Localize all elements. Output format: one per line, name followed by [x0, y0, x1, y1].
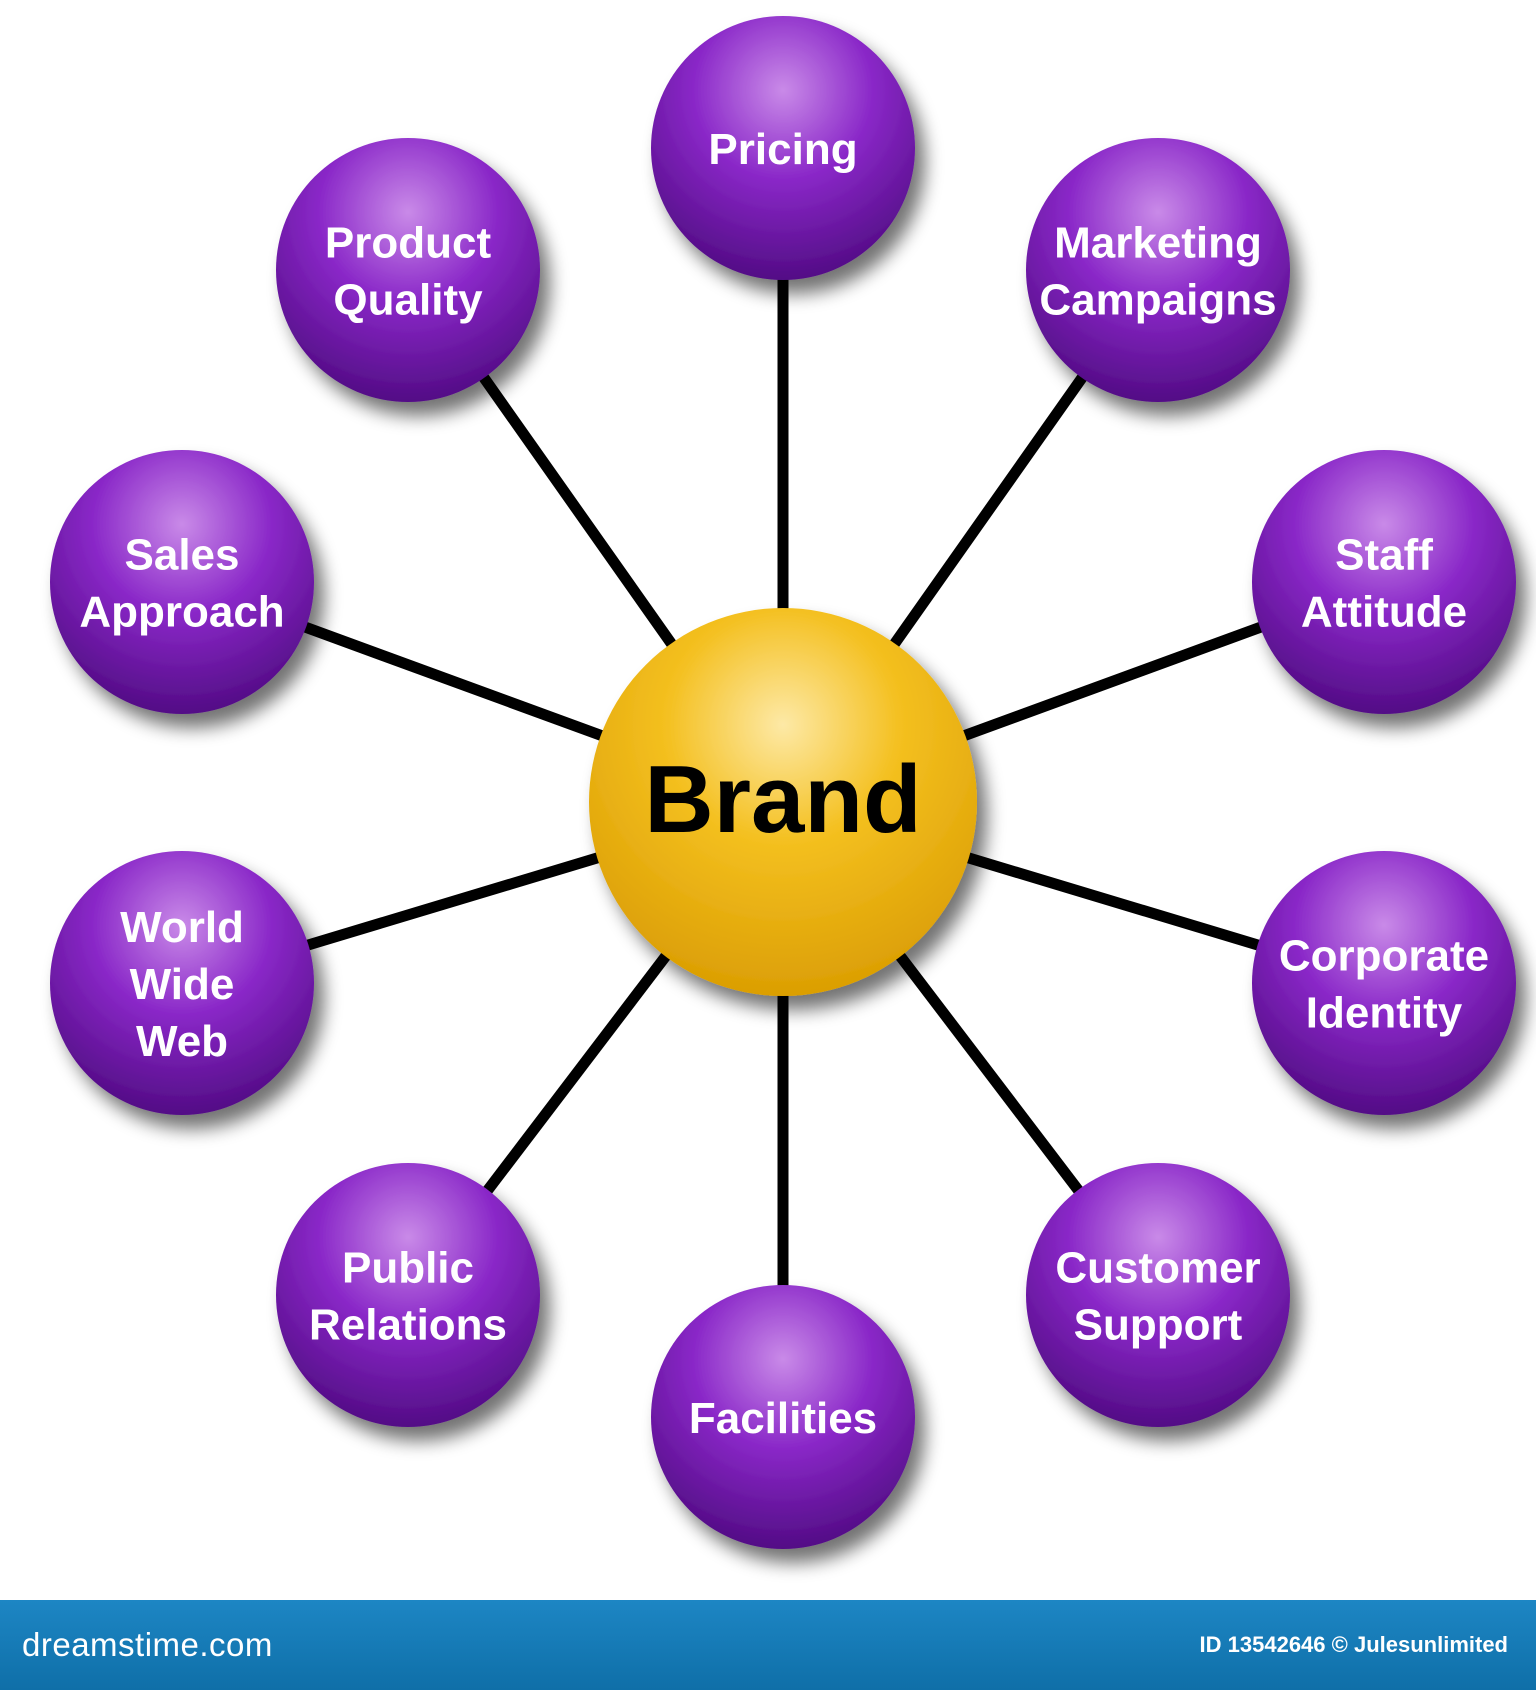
- node-label-line: Customer: [1055, 1243, 1260, 1292]
- node-circle: [651, 1285, 915, 1549]
- node-circle: [651, 16, 915, 280]
- node-label-line: Marketing: [1054, 218, 1262, 267]
- node-label-line: Corporate: [1279, 931, 1489, 980]
- footer-site-name: dreamstime.com: [22, 1626, 273, 1663]
- node-label-line: Web: [136, 1017, 228, 1066]
- node-label-line: Sales: [125, 530, 240, 579]
- node-label-line: Facilities: [689, 1394, 877, 1443]
- node-circle: [1252, 450, 1516, 714]
- footer-bar: dreamstime.com ID 13542646 © Julesunlimi…: [0, 1600, 1536, 1690]
- node-label-line: Pricing: [708, 125, 857, 174]
- node-circle: [50, 851, 314, 1115]
- node-facilities: Facilities: [651, 1285, 915, 1549]
- node-circle: [1026, 138, 1290, 402]
- node-label-line: Relations: [309, 1300, 507, 1349]
- node-label-line: Support: [1074, 1300, 1243, 1349]
- hub-label: Brand: [644, 746, 921, 853]
- node-label-line: Staff: [1335, 530, 1433, 579]
- node-circle: [276, 1163, 540, 1427]
- footer-image-id: ID 13542646 © Julesunlimited: [1199, 1632, 1508, 1657]
- hub-node: Brand: [589, 608, 977, 996]
- node-circle: [50, 450, 314, 714]
- node-label-line: Approach: [79, 587, 284, 636]
- node-label-line: Wide: [130, 960, 235, 1009]
- node-label-line: Quality: [333, 275, 483, 324]
- node-label-line: Attitude: [1301, 587, 1467, 636]
- node-label-line: Identity: [1306, 988, 1463, 1037]
- node-label: Facilities: [689, 1394, 877, 1443]
- node-circle: [1252, 851, 1516, 1115]
- node-pricing: Pricing: [651, 16, 915, 280]
- node-label-line: World: [120, 903, 244, 952]
- hub-circle: [589, 608, 977, 996]
- node-label: Pricing: [708, 125, 857, 174]
- node-label-line: Product: [325, 218, 492, 267]
- node-label-line: Public: [342, 1243, 474, 1292]
- node-label-line: Campaigns: [1039, 275, 1276, 324]
- node-circle: [1026, 1163, 1290, 1427]
- node-circle: [276, 138, 540, 402]
